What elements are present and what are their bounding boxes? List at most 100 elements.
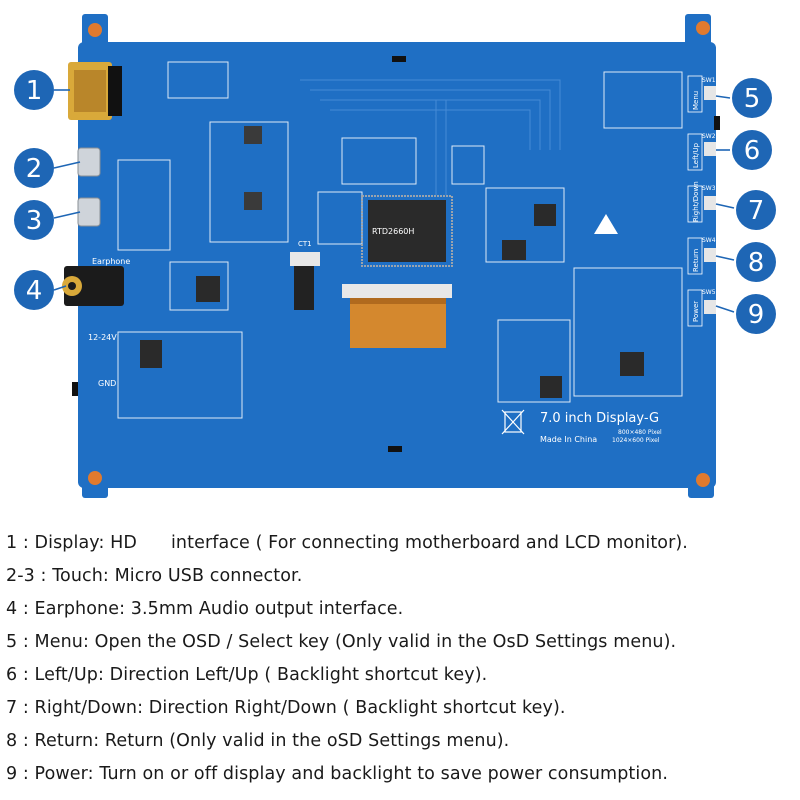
svg-text:9: 9 bbox=[748, 300, 765, 330]
board-diagram: Earphone 12-24V GND RTD2660H CT1 Me bbox=[14, 14, 776, 498]
switch-id-label: SW1 bbox=[702, 77, 716, 84]
hdmi-connector bbox=[68, 62, 122, 120]
svg-text:4: 4 bbox=[26, 276, 43, 306]
silk-block bbox=[573, 267, 683, 397]
silk-block bbox=[169, 261, 229, 311]
ic-chip bbox=[534, 204, 556, 226]
callout-3: 3 bbox=[14, 200, 54, 240]
earphone-jack bbox=[62, 266, 124, 306]
weee-bin-icon bbox=[501, 409, 525, 435]
board-clip bbox=[72, 382, 78, 396]
description-item-6: 6 : Left/Up: Direction Left/Up ( Backlig… bbox=[6, 665, 488, 685]
description-list: 1 : Display: HD interface ( For connecti… bbox=[6, 528, 796, 792]
esd-warning-icon bbox=[594, 214, 618, 234]
silk-block bbox=[603, 71, 683, 129]
side-button-label: Menu bbox=[692, 91, 700, 110]
svg-text:7: 7 bbox=[748, 196, 765, 226]
callout-line bbox=[715, 305, 735, 313]
description-item-8: 8 : Return: Return (Only valid in the oS… bbox=[6, 731, 510, 751]
callout-line bbox=[715, 203, 735, 209]
board-clip bbox=[388, 446, 402, 452]
callout-9: 9 bbox=[736, 294, 776, 334]
callout-line bbox=[53, 161, 81, 169]
earphone-silk-label: Earphone bbox=[92, 257, 130, 266]
svg-text:3: 3 bbox=[26, 206, 43, 236]
svg-text:5: 5 bbox=[744, 84, 761, 114]
resolution-label-1: 800×480 Pixel bbox=[618, 429, 662, 436]
side-button-strip bbox=[687, 75, 716, 327]
resolution-label-2: 1024×600 Pixel bbox=[612, 437, 660, 444]
button-switch-2 bbox=[704, 142, 716, 156]
pcb-trace bbox=[320, 99, 541, 150]
model-label: 7.0 inch Display-G bbox=[540, 411, 659, 426]
switch-id-label: SW2 bbox=[702, 133, 716, 140]
pcb-illustration: Earphone 12-24V GND RTD2660H CT1 Me bbox=[14, 14, 776, 498]
power-input-label: 12-24V bbox=[88, 333, 117, 342]
svg-text:RTD2660H: RTD2660H bbox=[372, 227, 414, 236]
made-in-label: Made In China bbox=[540, 435, 597, 444]
mount-screw bbox=[88, 23, 102, 37]
callout-2: 2 bbox=[14, 148, 54, 188]
silk-block bbox=[341, 137, 417, 185]
silk-block bbox=[117, 331, 243, 419]
main-chip: RTD2660H bbox=[361, 195, 453, 267]
side-button-label: Return bbox=[692, 249, 700, 272]
side-button-label: Left/Up bbox=[692, 142, 700, 168]
board-clip bbox=[392, 56, 406, 62]
callout-6: 6 bbox=[732, 130, 772, 170]
inductor bbox=[244, 126, 262, 144]
description-item-5: 5 : Menu: Open the OSD / Select key (Onl… bbox=[6, 632, 677, 652]
callout-5: 5 bbox=[732, 78, 772, 118]
description-item-7: 7 : Right/Down: Direction Right/Down ( B… bbox=[6, 698, 566, 718]
svg-text:8: 8 bbox=[748, 248, 765, 278]
mount-screw bbox=[88, 471, 102, 485]
ic-chip bbox=[196, 276, 220, 302]
svg-text:1: 1 bbox=[26, 76, 43, 106]
callout-4: 4 bbox=[14, 270, 54, 310]
callout-7: 7 bbox=[736, 190, 776, 230]
silk-block bbox=[117, 159, 171, 251]
ic-chip bbox=[502, 240, 526, 260]
pcb-trace bbox=[310, 89, 551, 150]
button-switch-5 bbox=[704, 300, 716, 314]
silk-block bbox=[209, 121, 289, 243]
gnd-label: GND bbox=[98, 379, 116, 388]
description-item-4: 4 : Earphone: 3.5mm Audio output interfa… bbox=[6, 599, 404, 619]
pcb-trace bbox=[330, 109, 531, 150]
silk-block bbox=[485, 187, 565, 263]
svg-text:2: 2 bbox=[26, 154, 43, 184]
ic-chip bbox=[620, 352, 644, 376]
silk-block bbox=[167, 61, 229, 99]
ic-chip bbox=[540, 376, 562, 398]
micro-usb-connector-1 bbox=[77, 147, 101, 177]
description-item-1: 1 : Display: HD interface ( For connecti… bbox=[6, 533, 688, 553]
side-button-label: Power bbox=[692, 301, 700, 322]
silk-block bbox=[497, 319, 571, 403]
mount-screw bbox=[696, 473, 710, 487]
callout-line bbox=[53, 285, 67, 291]
small-connector bbox=[290, 252, 320, 310]
svg-text:6: 6 bbox=[744, 136, 761, 166]
switch-id-label: SW5 bbox=[702, 289, 716, 296]
button-switch-3 bbox=[704, 196, 716, 210]
pcb-trace bbox=[300, 79, 561, 150]
ribbon-connector bbox=[342, 284, 452, 348]
inductor bbox=[244, 192, 262, 210]
board-clip bbox=[714, 116, 720, 130]
switch-id-label: SW3 bbox=[702, 185, 716, 192]
description-item-2-3: 2-3 : Touch: Micro USB connector. bbox=[6, 566, 303, 586]
micro-usb-connector-2 bbox=[77, 197, 101, 227]
callout-8: 8 bbox=[736, 242, 776, 282]
callout-line bbox=[715, 255, 735, 261]
button-switch-1 bbox=[704, 86, 716, 100]
side-button-label: Right/Down bbox=[692, 181, 700, 222]
silk-block bbox=[451, 145, 485, 185]
ic-chip bbox=[140, 340, 162, 368]
mount-screw bbox=[696, 21, 710, 35]
callout-line bbox=[53, 211, 81, 219]
switch-id-label: SW4 bbox=[702, 237, 716, 244]
button-switch-4 bbox=[704, 248, 716, 262]
connector-silk-label: CT1 bbox=[298, 240, 312, 248]
callout-1: 1 bbox=[14, 70, 54, 110]
callout-line bbox=[715, 95, 731, 99]
